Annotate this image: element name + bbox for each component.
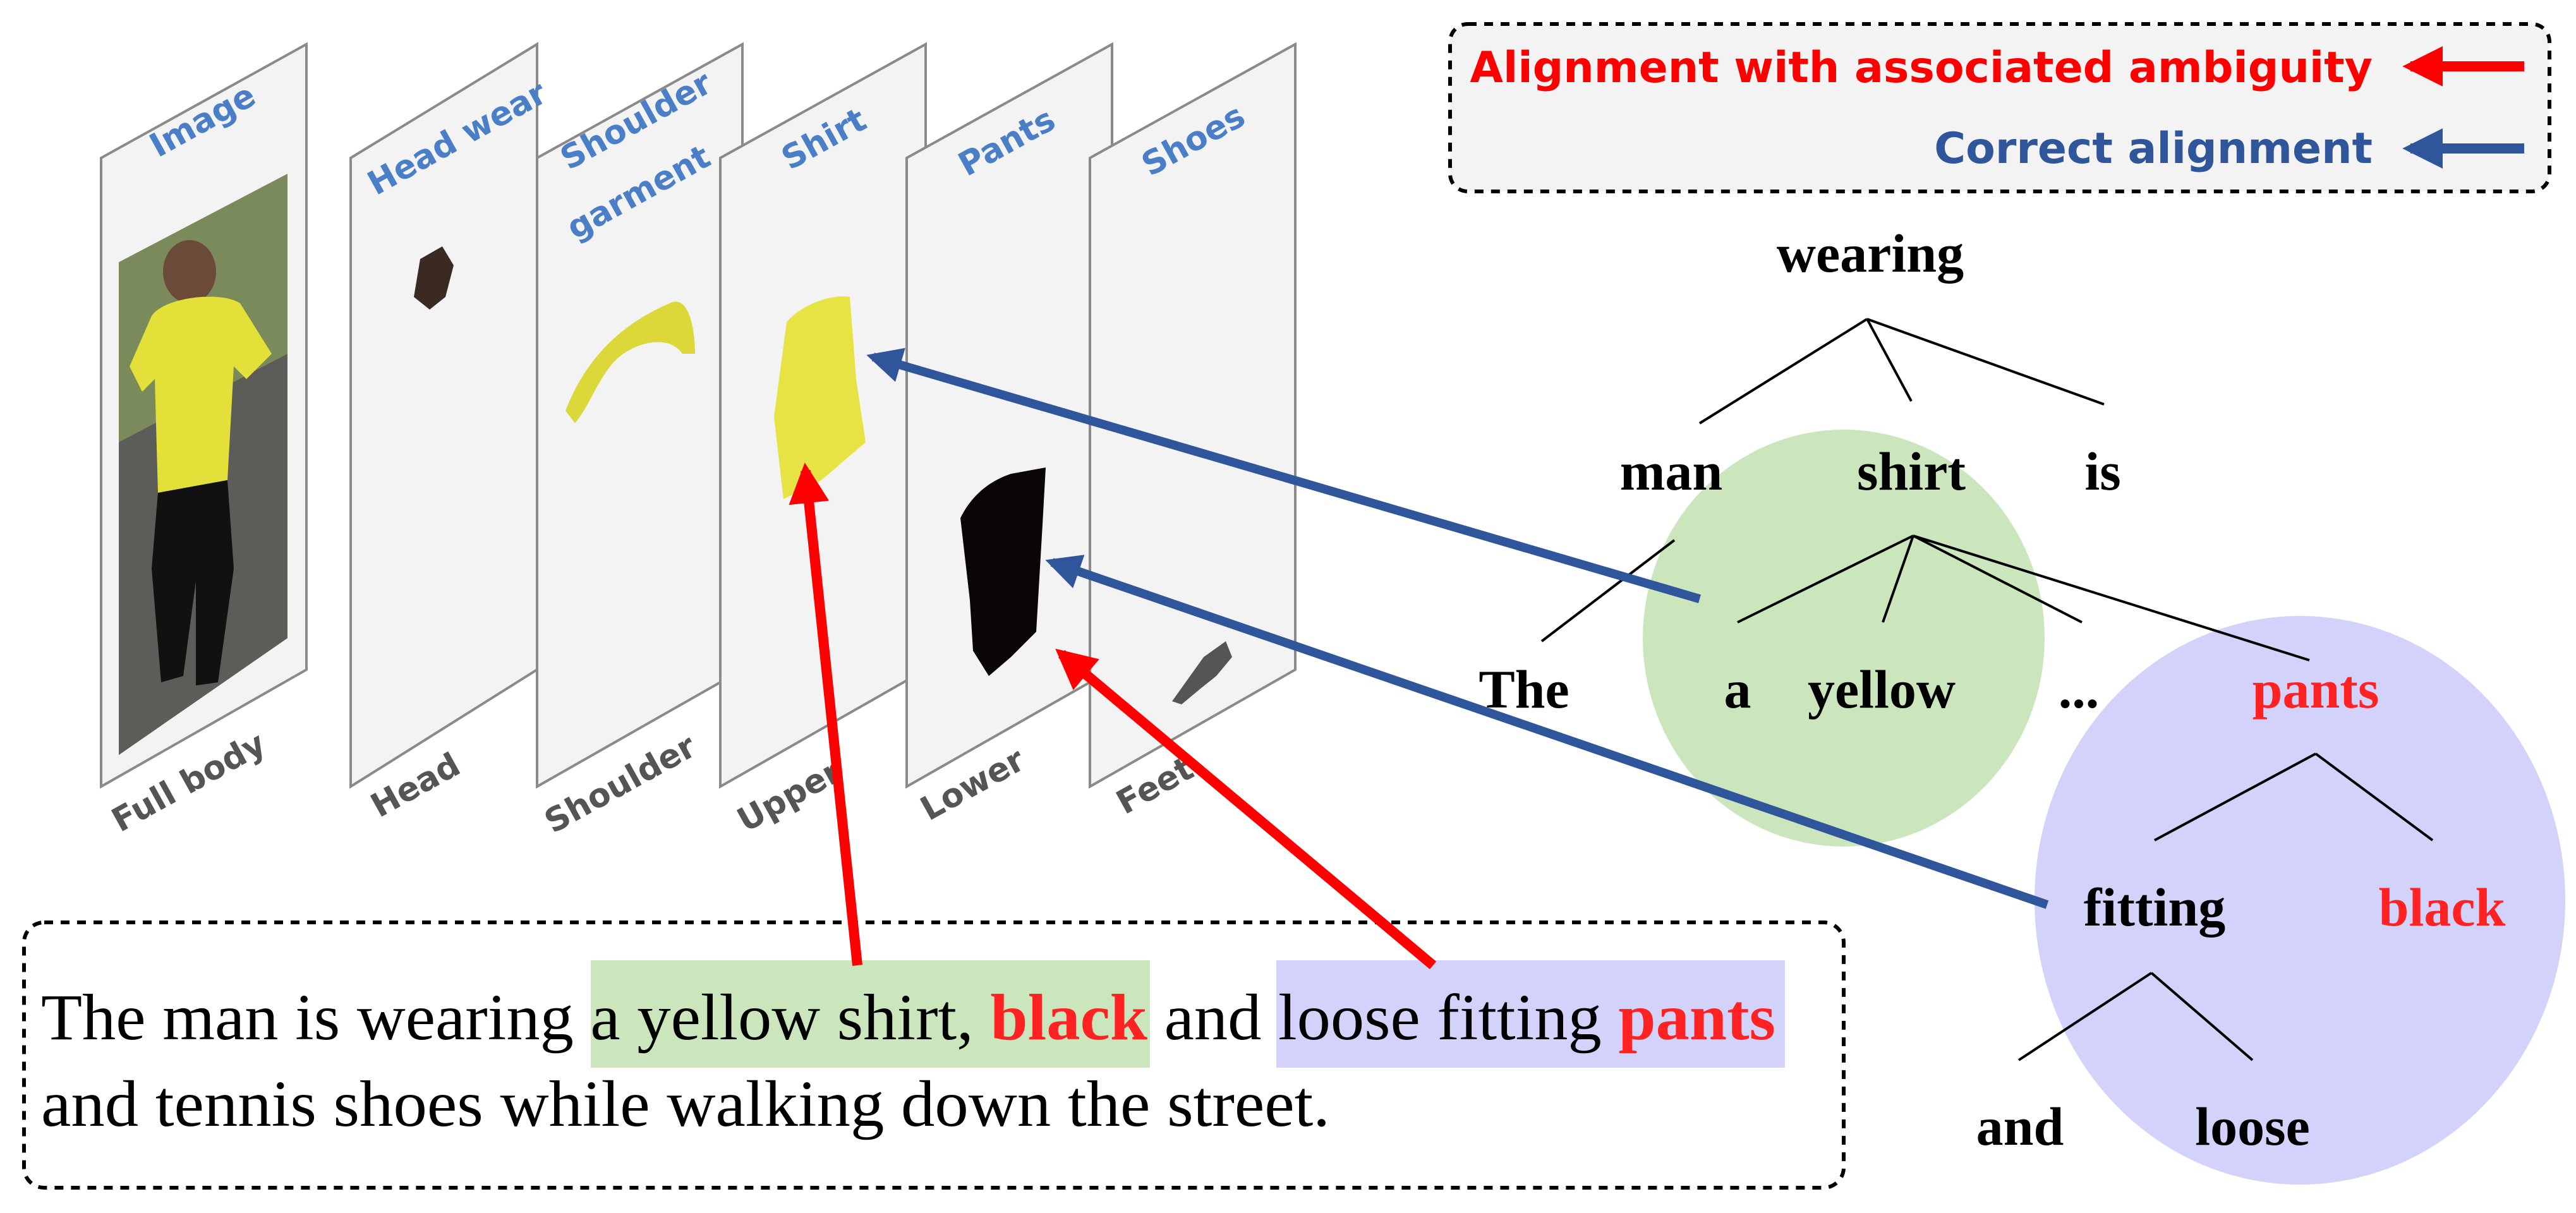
shoes-crop	[1172, 641, 1232, 704]
panel-shoulder: Shoulder garment Shoulder	[536, 42, 744, 841]
blue-arrow-shirt	[866, 347, 1701, 603]
tree-word-the: The	[1478, 659, 1569, 720]
tree-word-man: man	[1620, 441, 1722, 502]
tree-word-black: black	[2379, 877, 2506, 938]
tree-word-fitting: fitting	[2084, 877, 2226, 938]
caption-word-black: black	[990, 981, 1147, 1054]
tree-word-a: a	[1724, 659, 1751, 720]
tree-word-wearing: wearing	[1777, 223, 1964, 284]
caption-line-1: The man is wearing a yellow shirt, black…	[41, 981, 1775, 1054]
tree-word-and: and	[1976, 1096, 2064, 1157]
caption-text-lead: The man is wearing	[41, 981, 590, 1054]
tree-word-loose: loose	[2195, 1096, 2310, 1157]
caption-text-and: and	[1147, 981, 1278, 1054]
tree-edges	[1540, 318, 2434, 1061]
caption-text-blue: loose fitting	[1278, 981, 1618, 1054]
caption-line-2: and tennis shoes while walking down the …	[41, 1068, 1330, 1140]
pants-crop	[960, 468, 1046, 676]
tree-word-shirt: shirt	[1857, 441, 1966, 502]
caption-green-highlight	[591, 960, 1150, 1068]
caption-box: The man is wearing a yellow shirt, black…	[22, 920, 1846, 1190]
shoulder-crop	[565, 301, 695, 423]
person-image	[119, 174, 287, 755]
red-arrow-pants	[1055, 648, 1437, 970]
caption-word-pants: pants	[1618, 981, 1775, 1054]
panel-lower: Pants Lower	[905, 42, 1113, 828]
red-arrow-black	[789, 462, 862, 966]
dependency-tree: wearing man shirt is The a yellow ... pa…	[1478, 223, 2565, 1185]
head-crop	[414, 246, 454, 310]
blue-arrow-pants	[1045, 555, 2049, 909]
tree-word-ellipsis: ...	[2059, 659, 2100, 720]
legend: Alignment with associated ambiguity Corr…	[1448, 22, 2551, 193]
pants-phrase-region	[2035, 616, 2565, 1185]
alignment-arrows	[789, 347, 2049, 970]
panel-head: Head wear Head	[349, 42, 553, 825]
shirt-phrase-region	[1643, 430, 2045, 847]
legend-ambiguity-label: Alignment with associated ambiguity	[1470, 43, 2373, 93]
panel-full-body: Image Full body	[100, 42, 308, 840]
legend-correct-label: Correct alignment	[1934, 124, 2373, 174]
tree-word-yellow: yellow	[1808, 659, 1956, 720]
shirt-crop	[774, 296, 866, 499]
caption-text-green: a yellow shirt,	[590, 981, 990, 1054]
tree-word-pants: pants	[2252, 659, 2379, 720]
tree-word-is: is	[2084, 441, 2120, 502]
caption-blue-highlight	[1276, 960, 1785, 1068]
panel-upper: Shirt Upper	[719, 42, 927, 840]
